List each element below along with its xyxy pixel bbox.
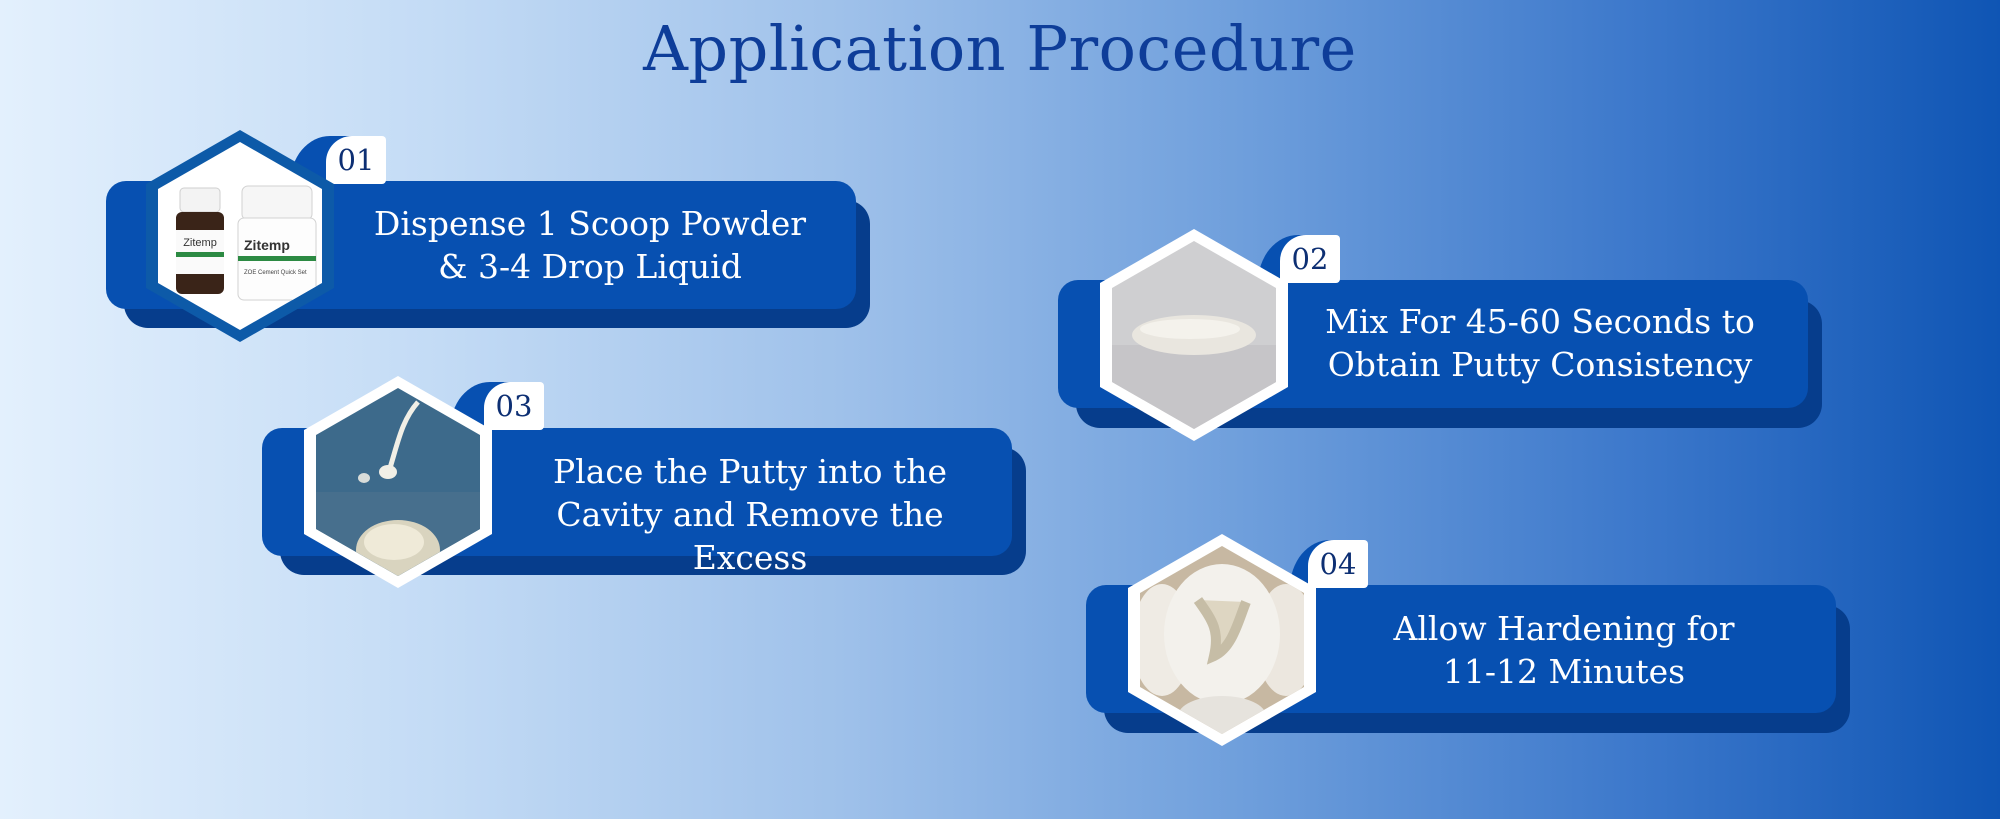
- step-number-badge: 03: [484, 382, 544, 430]
- step-image-hex: [1100, 229, 1288, 441]
- step-number-badge: 02: [1280, 235, 1340, 283]
- step-number-badge: 01: [326, 136, 386, 184]
- step-description: Dispense 1 Scoop Powder & 3-4 Drop Liqui…: [340, 202, 840, 288]
- mixed-putty-roll-image: [1112, 241, 1276, 429]
- step-description: Mix For 45-60 Seconds to Obtain Putty Co…: [1290, 300, 1790, 386]
- step-line-2: Cavity and Remove the Excess: [556, 495, 944, 577]
- step-line-2: 11-12 Minutes: [1442, 652, 1686, 691]
- step-line-1: Dispense 1 Scoop Powder: [373, 204, 807, 243]
- step-line-2: & 3-4 Drop Liquid: [438, 247, 742, 286]
- jar-subtitle: ZOE Cement Quick Set: [244, 270, 307, 276]
- step-line-1: Mix For 45-60 Seconds to: [1325, 302, 1755, 341]
- step-description: Allow Hardening for 11-12 Minutes: [1314, 607, 1814, 693]
- putty-placement-in-cavity-image: [316, 388, 480, 576]
- bottle-label: Zitemp: [183, 237, 217, 249]
- step-description: Place the Putty into the Cavity and Remo…: [500, 450, 1000, 579]
- step-image-hex: [1128, 534, 1316, 746]
- step-image-hex: Zitemp Zitemp ZOE Cement Quick Set: [146, 130, 334, 342]
- restored-tooth-image: [1140, 546, 1304, 734]
- step-image-hex: [304, 376, 492, 588]
- page-title: Application Procedure: [643, 12, 1357, 85]
- step-line-1: Place the Putty into the: [552, 452, 948, 491]
- step-number-badge: 04: [1308, 540, 1368, 588]
- powder-and-liquid-bottles-image: Zitemp Zitemp ZOE Cement Quick Set: [158, 142, 322, 330]
- jar-label: Zitemp: [244, 237, 290, 253]
- step-line-1: Allow Hardening for: [1393, 609, 1735, 648]
- step-line-2: Obtain Putty Consistency: [1327, 345, 1753, 384]
